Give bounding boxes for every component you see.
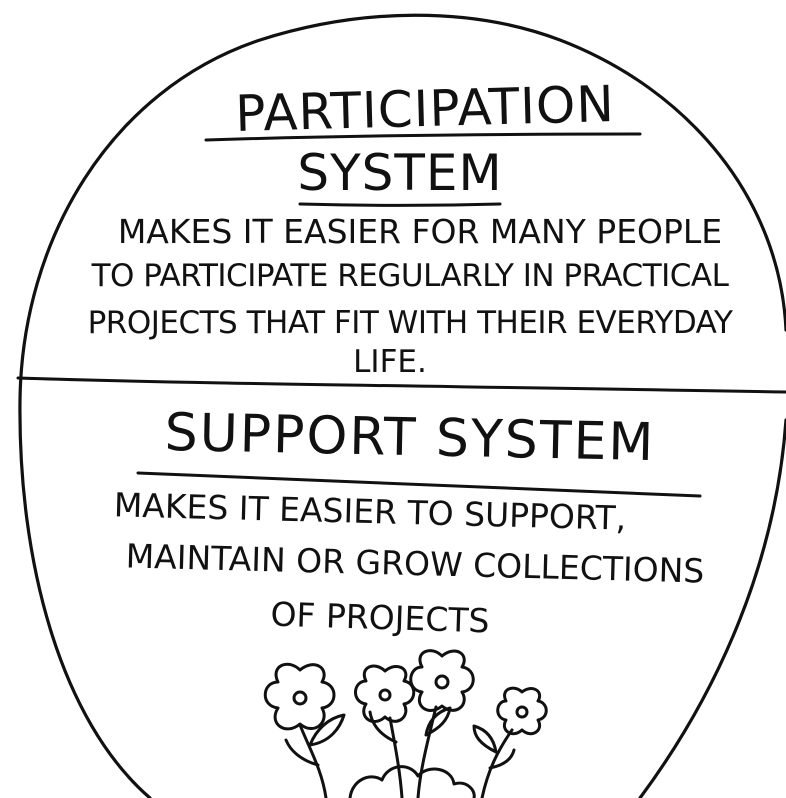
participation-title-line1: PARTICIPATION bbox=[234, 75, 616, 143]
flower-icon bbox=[263, 649, 548, 798]
participation-body-line-1: MAKES IT EASIER FOR MANY PEOPLE bbox=[117, 212, 723, 251]
participation-title-underline-2 bbox=[298, 202, 502, 207]
circle-outline-lower-right bbox=[638, 418, 786, 798]
participation-title-line2: SYSTEM bbox=[297, 144, 503, 202]
support-title: SUPPORT SYSTEM bbox=[164, 402, 656, 474]
participation-body-line-4: LIFE. bbox=[353, 344, 427, 380]
participation-title-underline bbox=[204, 132, 642, 142]
participation-body-line-2: TO PARTICIPATE REGULARLY IN PRACTICAL bbox=[91, 258, 729, 294]
participation-body-line-3: PROJECTS THAT FIT WITH THEIR EVERYDAY bbox=[87, 305, 733, 341]
bush-icon bbox=[348, 765, 476, 798]
circle-outline bbox=[18, 13, 786, 798]
section-divider bbox=[16, 376, 786, 394]
support-title-underline bbox=[136, 471, 702, 498]
